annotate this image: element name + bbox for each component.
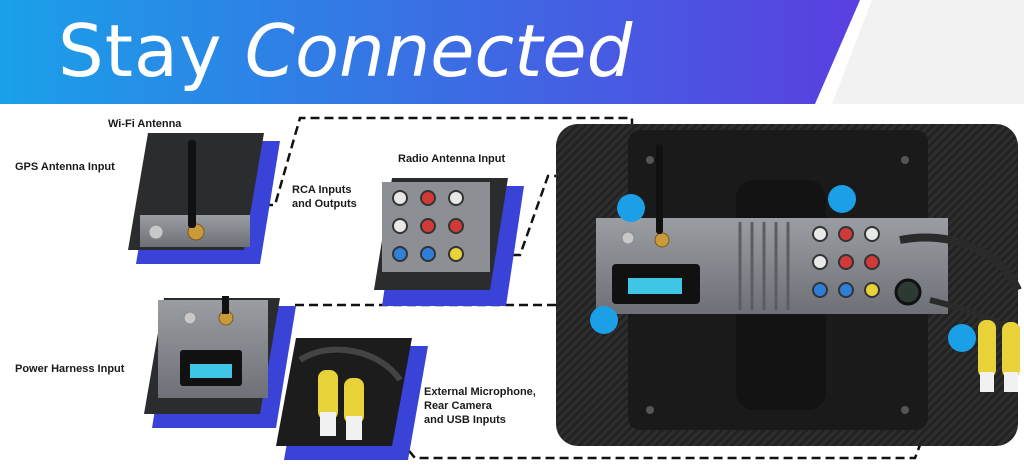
thumb-rca	[374, 178, 524, 306]
callout-dot-wifi	[617, 194, 645, 222]
callout-dot-power	[590, 306, 618, 334]
label-gps-antenna: GPS Antenna Input	[15, 161, 115, 173]
title-word-stay: Stay	[58, 9, 223, 93]
label-external-line3: and USB Inputs	[424, 414, 506, 426]
thumb-antennas	[128, 133, 280, 264]
callout-dots	[590, 185, 976, 352]
label-rca-line2: and Outputs	[292, 198, 357, 210]
label-rca: RCA Inputs and Outputs	[292, 183, 357, 211]
label-external-line2: Rear Camera	[424, 400, 492, 412]
label-radio-antenna: Radio Antenna Input	[398, 153, 506, 165]
head-unit	[556, 124, 1022, 446]
label-external-line1: External Microphone,	[424, 386, 536, 398]
callout-line-power	[295, 303, 601, 320]
label-rca-line1: RCA Inputs	[292, 184, 352, 196]
callout-dot-rca	[828, 185, 856, 213]
banner-background	[0, 0, 1024, 104]
label-wifi-antenna: Wi-Fi Antenna	[108, 118, 182, 130]
thumb-power	[144, 296, 296, 428]
thumb-usb	[276, 338, 428, 460]
label-power-harness: Power Harness Input	[15, 363, 125, 375]
label-external: External Microphone, Rear Camera and USB…	[424, 385, 536, 427]
title-word-connected: Connected	[244, 9, 633, 93]
callout-dot-usb	[948, 324, 976, 352]
callout-line-usb	[399, 339, 962, 460]
